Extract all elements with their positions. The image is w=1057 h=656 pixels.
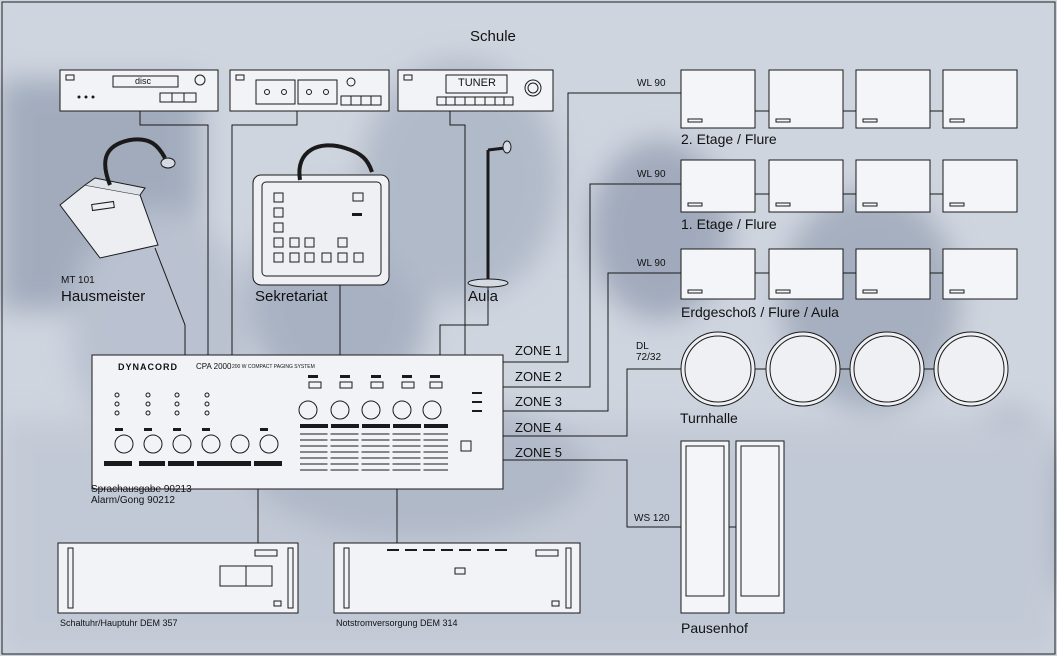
zone-5-label: ZONE 5 — [515, 445, 562, 460]
amplifier-brand: DYNACORD — [118, 362, 179, 372]
cassette-deck — [229, 69, 390, 112]
zone-4-label: ZONE 4 — [515, 420, 562, 435]
zone-3-area: Erdgeschoß / Flure / Aula — [681, 304, 839, 320]
cd-connection — [139, 111, 209, 355]
zone-2-area: 1. Etage / Flure — [681, 216, 777, 232]
zone-3-cable: WL 90 — [637, 258, 666, 269]
speakers-zone4 — [680, 331, 1009, 407]
rack-power-label: Notstromversorgung DEM 314 — [336, 618, 458, 628]
zone-4-cable-line2: 72/32 — [636, 352, 662, 363]
amplifier-option-1: Sprachausgabe 90213 — [91, 484, 192, 495]
amplifier-model: CPA 2000 — [196, 362, 232, 371]
rack-timer-label: Schaltuhr/Hauptuhr DEM 357 — [60, 618, 178, 628]
speakers-zone1 — [680, 69, 1018, 129]
zone1-line — [503, 92, 681, 363]
mt101-connection — [154, 247, 186, 355]
zone-1-area: 2. Etage / Flure — [681, 131, 777, 147]
zone3-line — [503, 272, 681, 412]
speakers-zone2 — [680, 159, 1018, 213]
rack-timer — [57, 542, 299, 614]
zone-2-cable: WL 90 — [637, 169, 666, 180]
zone2-line — [503, 183, 681, 388]
zone-3-label: ZONE 3 — [515, 394, 562, 409]
amplifier-cpa2000 — [91, 354, 504, 490]
zone-5-area: Pausenhof — [681, 620, 748, 636]
cassette-connection — [231, 111, 298, 355]
amplifier-subtitle: 200 W COMPACT PAGING SYSTEM — [232, 364, 315, 370]
zone4-line — [503, 368, 681, 437]
aula-mic-stand — [467, 140, 512, 288]
mt101-microphone — [59, 137, 176, 259]
secretary-console — [252, 143, 390, 286]
diagram-title: Schule — [470, 28, 516, 45]
zone-2-label: ZONE 2 — [515, 369, 562, 384]
aula-location: Aula — [468, 288, 499, 305]
zone-1-label: ZONE 1 — [515, 343, 562, 358]
rack-power — [333, 542, 581, 614]
mt101-location: Hausmeister — [61, 288, 146, 305]
cd-player-label: disc — [135, 76, 152, 86]
tuner — [397, 69, 554, 112]
cd-player — [59, 69, 219, 112]
aula-connection — [439, 285, 489, 355]
tuner-connection — [449, 111, 466, 355]
zone5-line — [503, 459, 681, 528]
tuner-label: TUNER — [458, 77, 496, 89]
speakers-zone3 — [680, 248, 1018, 300]
mt101-model: MT 101 — [61, 275, 95, 286]
speakers-zone5 — [680, 440, 785, 614]
secretary-location: Sekretariat — [255, 288, 328, 305]
zone-4-cable-line1: DL — [636, 341, 649, 352]
amplifier-option-2: Alarm/Gong 90212 — [91, 495, 175, 506]
zone-1-cable: WL 90 — [637, 78, 666, 89]
zone-4-area: Turnhalle — [680, 410, 738, 426]
zone-5-cable: WS 120 — [634, 513, 670, 524]
